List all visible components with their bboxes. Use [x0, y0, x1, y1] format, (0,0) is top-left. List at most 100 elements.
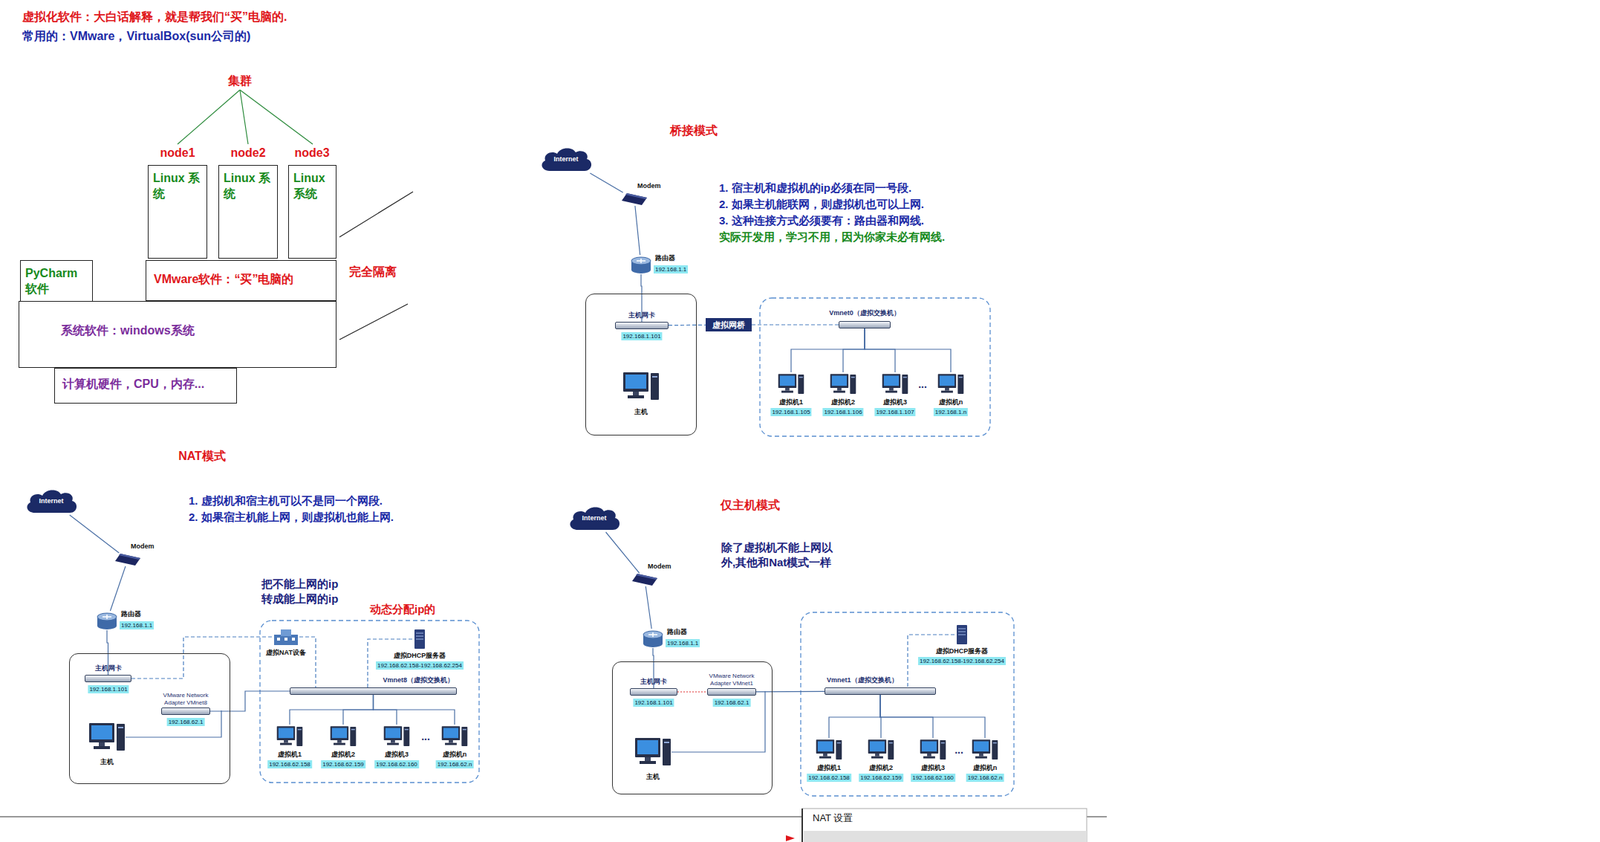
modem-icon-node: Modem: [620, 192, 648, 206]
pc-symbol: [868, 739, 895, 760]
pc-symbol: [972, 739, 999, 760]
dhcp-symbol: [956, 624, 968, 645]
router-symbol: [97, 612, 117, 630]
computer-adapter-wire: [671, 690, 766, 752]
pc-icon: [777, 372, 805, 396]
pc-icon-node: 虚拟机2192.168.62.159: [867, 737, 895, 762]
port-heading: 主机网卡: [95, 664, 122, 673]
annotation-text: 完全隔离: [349, 263, 397, 280]
box-text: 计算机硬件，CPU，内存...: [62, 375, 232, 392]
connector: [635, 205, 641, 255]
annotation-text: 1. 宿主机和虚拟机的ip必须在同一号段.: [719, 180, 912, 196]
annotation-text: 除了虚拟机不能上网以外,其他和Nat模式一样: [721, 540, 839, 570]
layer-box: PyCharm 软件: [20, 259, 93, 302]
pc-symbol: [938, 373, 965, 394]
dialog-toolbar: [803, 830, 1087, 842]
dhcp-icon: [412, 628, 428, 650]
device-label: 主机: [646, 772, 660, 781]
box-text: VMware软件：“买”电脑的: [153, 271, 332, 287]
ip-label: 192.168.1.106: [822, 407, 864, 416]
port-heading: 主机网卡: [628, 311, 656, 320]
ip-label: 192.168.62.158-192.168.62.254: [918, 656, 1006, 665]
pc-icon: [441, 724, 468, 749]
annotation-text: ...: [421, 730, 431, 742]
annotation-text: 2. 如果宿主机能上网，则虚拟机也能上网.: [188, 509, 394, 525]
red-pointer: [785, 834, 795, 841]
host-box: 主机主机网卡192.168.1.101VMware Network Adapte…: [69, 652, 231, 784]
router-symbol: [643, 630, 663, 647]
port-heading: 主机网卡: [640, 677, 668, 686]
pc-icon: [383, 724, 411, 749]
network-bar: Vmnet1（虚拟交换机）: [824, 687, 936, 695]
connector: [843, 328, 865, 373]
virtual-network-region: [800, 612, 1014, 796]
annotation-text: ...: [918, 378, 928, 390]
layer-box: 计算机硬件，CPU，内存...: [54, 367, 237, 404]
pc-icon: [815, 737, 843, 762]
ip-label: 192.168.1.101: [632, 698, 674, 707]
connector: [210, 690, 290, 711]
port-heading: Vmnet1（虚拟交换机）: [826, 675, 899, 685]
device-label: 虚拟机2: [831, 398, 855, 407]
annotation-text: ...: [954, 744, 964, 755]
annotation-text: NAT模式: [178, 448, 226, 464]
pc-icon-node: 虚拟机1192.168.1.105: [777, 372, 805, 396]
device-label: Modem: [647, 562, 672, 571]
dhcp-icon-node: 虚拟DHCP服务器192.168.62.158-192.168.62.254: [412, 628, 428, 650]
router-symbol: [631, 257, 651, 274]
ip-label: 192.168.62.159: [320, 759, 366, 769]
pc-symbol: [816, 739, 843, 760]
network-bar: 主机网卡192.168.1.101: [84, 674, 132, 682]
cloud-symbol: [569, 507, 620, 530]
annotation-text: 实际开发用，学习不用，因为你家未必有网线.: [719, 229, 945, 245]
virtual-network-region: [759, 297, 991, 437]
connector: [677, 690, 708, 692]
pc-symbol: [882, 373, 909, 394]
device-label: 虚拟机n: [938, 398, 964, 407]
annotation-text: 2. 如果主机能联网，则虚拟机也可以上网.: [719, 196, 925, 212]
dialog-left-border: [801, 808, 803, 842]
layer-box: node1Linux 系统: [147, 164, 208, 259]
annotation-text: 3. 这种连接方式必须要有：路由器和网线.: [719, 213, 925, 229]
connector: [606, 531, 640, 573]
annotation-text: 集群: [228, 72, 252, 89]
pc-symbol: [384, 725, 411, 746]
port-heading: VMware Network Adapter VMnet1: [707, 672, 757, 688]
box-text: Linux 系统: [293, 170, 332, 202]
layer-box: 系统软件：windows系统: [18, 300, 337, 368]
network-bar: 主机网卡192.168.1.101: [629, 687, 678, 696]
device-label: 虚拟NAT设备: [265, 648, 307, 657]
annotation-text: 动态分配ip的: [369, 601, 436, 617]
device-label: 虚拟机3: [384, 750, 409, 759]
device-label: 虚拟机2: [869, 763, 893, 772]
cloud-icon-node: Internet: [23, 486, 80, 515]
modem-icon: [114, 552, 142, 567]
dhcp-icon-node: 虚拟DHCP服务器192.168.62.158-192.168.62.254: [954, 623, 970, 645]
ip-label: 192.168.1.101: [620, 332, 662, 341]
device-label: 虚拟机n: [973, 763, 998, 772]
cloud-icon-node: Internet: [537, 144, 595, 174]
device-label: 虚拟机2: [331, 750, 356, 759]
cloud-symbol: [541, 148, 592, 171]
host-computer-icon: [89, 722, 125, 751]
layer-box: node2Linux 系统: [218, 164, 278, 259]
cluster-line: [177, 89, 240, 145]
device-label: 路由器: [121, 609, 142, 619]
cloud-label: Internet: [581, 514, 607, 523]
pc-symbol: [778, 373, 805, 394]
ip-label: 192.168.1.1: [665, 638, 700, 647]
layer-box: VMware软件：“买”电脑的: [145, 259, 337, 301]
connector: [756, 690, 825, 693]
annotation-text: 把不能上网的ip 转成能上网的ip: [261, 576, 345, 607]
annotation-text: 1. 虚拟机和宿主机可以不是同一个网段.: [188, 493, 383, 509]
pc-symbol: [330, 725, 357, 746]
ip-label: 192.168.62.1: [713, 698, 751, 707]
pc-symbol: [441, 725, 468, 746]
annotation-text: 仅主机模式: [720, 497, 780, 513]
device-label: Modem: [637, 181, 662, 191]
ip-label: 192.168.62.159: [858, 773, 904, 782]
connector: [131, 636, 273, 679]
pc-icon: [867, 737, 895, 762]
